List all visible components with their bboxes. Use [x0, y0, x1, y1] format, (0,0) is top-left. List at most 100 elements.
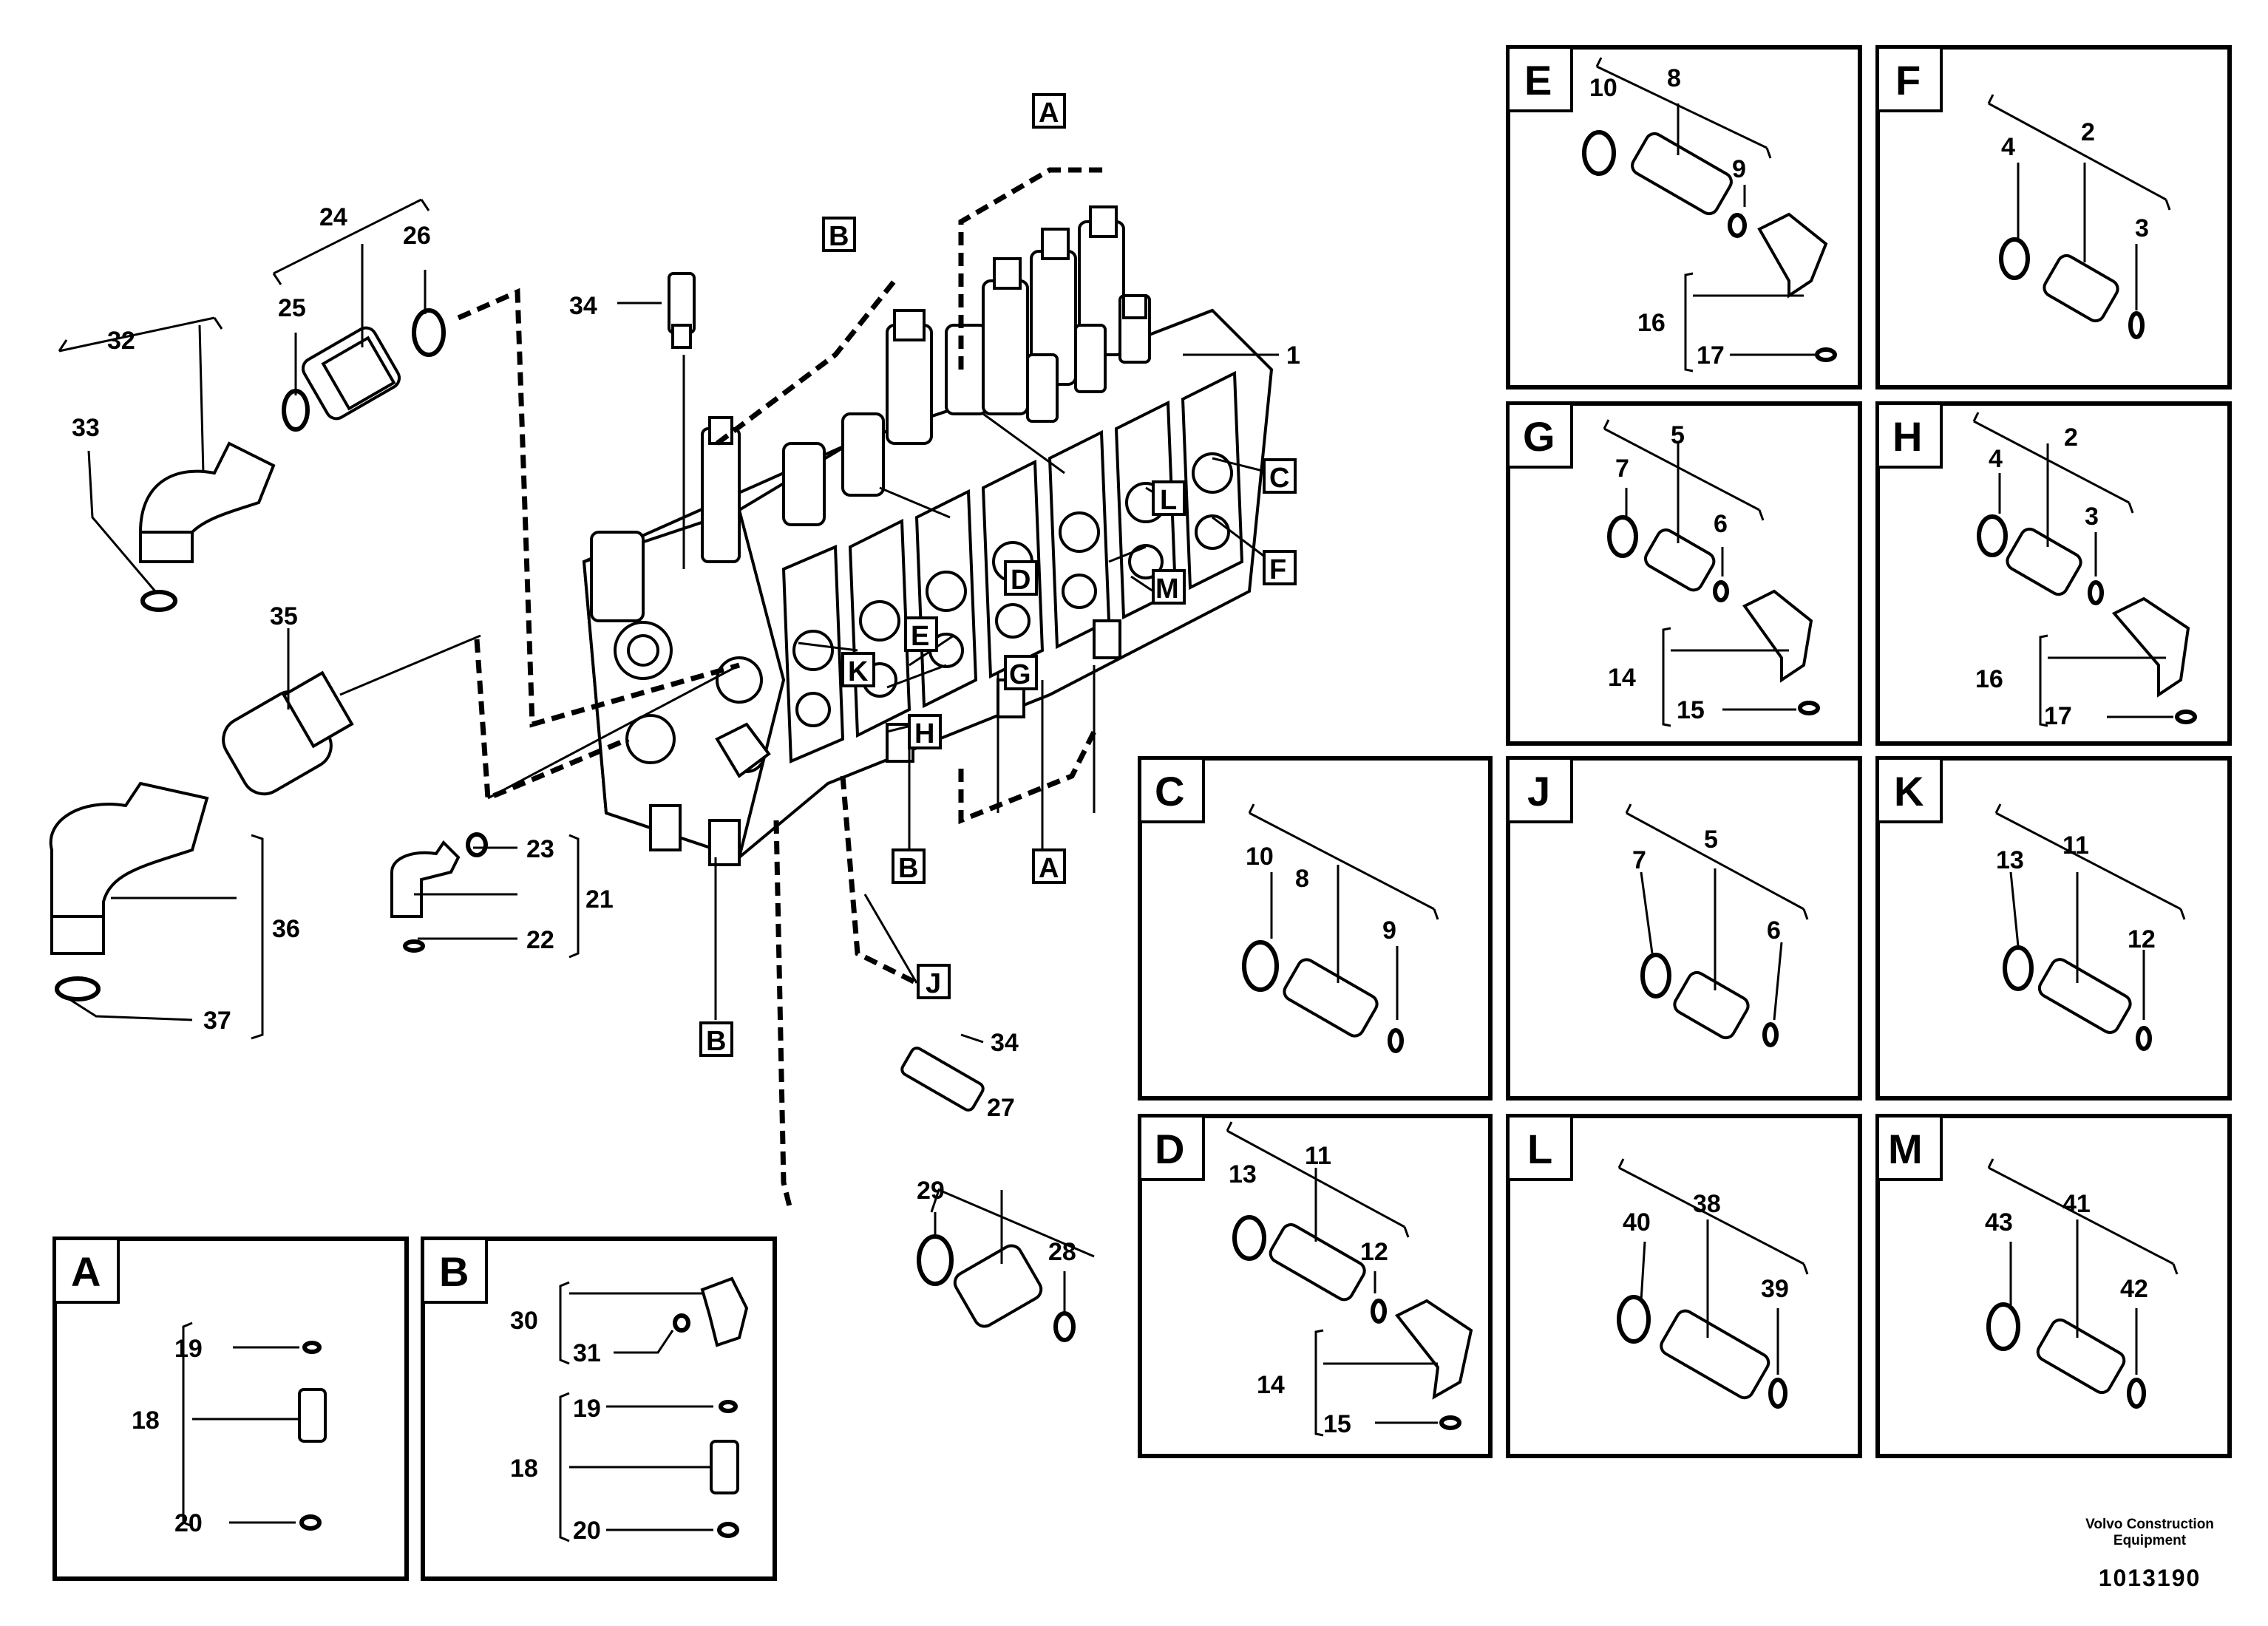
part-number-labels: 1 2 3 4 5 6 7 8 9 10 11 12 13 14 15 16 1… — [72, 64, 2156, 1545]
label-h-16: 16 — [1975, 665, 2003, 693]
label-1: 1 — [1286, 341, 1300, 370]
label-18: 18 — [132, 1406, 160, 1435]
label-13: 13 — [1996, 846, 2024, 874]
panel-e-parts — [1582, 57, 1837, 373]
label-j-7: 7 — [1632, 846, 1646, 874]
label-6: 6 — [1714, 510, 1728, 538]
panel-letter-k: K — [1894, 768, 1924, 814]
panel-letter-b: B — [439, 1248, 469, 1295]
label-37: 37 — [203, 1007, 231, 1035]
label-23: 23 — [526, 835, 554, 863]
label-28: 28 — [1048, 1238, 1076, 1266]
label-d-14: 14 — [1257, 1371, 1285, 1399]
label-15: 15 — [1677, 696, 1705, 724]
callout-b-top: B — [829, 221, 849, 252]
label-3: 3 — [2135, 214, 2149, 242]
brand-line-2: Equipment — [2113, 1533, 2187, 1548]
label-c-10: 10 — [1246, 843, 1274, 871]
label-19: 19 — [174, 1335, 203, 1363]
label-31: 31 — [573, 1339, 601, 1367]
label-12: 12 — [2128, 925, 2156, 953]
label-27: 27 — [987, 1094, 1015, 1122]
panel-letter-f: F — [1895, 57, 1921, 103]
panel-m-parts — [1986, 1158, 2179, 1409]
label-25: 25 — [278, 294, 306, 322]
callout-boxes-main — [699, 93, 1297, 1057]
label-9: 9 — [1732, 155, 1746, 183]
label-h-3: 3 — [2085, 503, 2099, 531]
callout-j: J — [926, 968, 941, 999]
panel-d-parts — [1226, 1121, 1473, 1437]
label-20: 20 — [174, 1509, 203, 1537]
callout-l: L — [1160, 485, 1177, 516]
label-24: 24 — [319, 203, 347, 231]
label-17: 17 — [1697, 341, 1725, 370]
panel-c-parts — [1242, 803, 1439, 1053]
elbow-fitting-32 — [139, 441, 276, 563]
panel-h-parts — [1972, 412, 2197, 727]
label-43: 43 — [1985, 1208, 2013, 1236]
label-d-11: 11 — [1305, 1142, 1331, 1170]
label-14: 14 — [1608, 664, 1636, 692]
panel-b-parts — [559, 1276, 749, 1542]
label-h-4: 4 — [1989, 445, 2003, 473]
label-32: 32 — [107, 327, 135, 355]
label-c-9: 9 — [1382, 916, 1396, 945]
label-34-top: 34 — [569, 292, 597, 320]
label-d-12: 12 — [1360, 1238, 1388, 1266]
panel-j-parts — [1625, 803, 1809, 1047]
label-d-15: 15 — [1323, 1410, 1351, 1438]
label-42: 42 — [2120, 1275, 2148, 1303]
elbow-fitting-36 — [49, 781, 209, 955]
footer: Volvo Construction Equipment 1013190 — [2085, 1517, 2214, 1591]
callout-k: K — [848, 656, 869, 687]
label-26: 26 — [403, 222, 431, 250]
label-16: 16 — [1637, 309, 1666, 337]
label-8: 8 — [1667, 64, 1681, 92]
label-h-17: 17 — [2044, 702, 2072, 730]
label-38: 38 — [1693, 1190, 1721, 1218]
label-c-8: 8 — [1295, 865, 1309, 893]
callout-b-bottom: B — [706, 1026, 726, 1057]
label-35: 35 — [270, 602, 298, 630]
panel-k-parts — [1994, 803, 2186, 1051]
panel-letter-e: E — [1524, 57, 1552, 103]
callout-h: H — [914, 718, 934, 749]
label-33: 33 — [72, 414, 100, 442]
panel-letter-boxes — [53, 46, 1943, 1304]
label-41: 41 — [2062, 1190, 2091, 1218]
panel-letter-h: H — [1892, 413, 1922, 460]
panel-letter-m: M — [1888, 1126, 1923, 1172]
label-4: 4 — [2001, 133, 2015, 161]
callout-letters-main: A B C F L M D E G K H B A J B — [706, 98, 1289, 1057]
callout-c: C — [1269, 463, 1289, 494]
panel-letter-l: L — [1527, 1126, 1552, 1172]
label-40: 40 — [1623, 1208, 1651, 1236]
panel-letter-d: D — [1155, 1126, 1184, 1172]
adapter-35 — [222, 670, 354, 796]
label-10: 10 — [1589, 74, 1617, 102]
callout-g: G — [1009, 659, 1031, 690]
label-30: 30 — [510, 1307, 538, 1335]
panel-a-parts — [182, 1321, 327, 1531]
brand-line-1: Volvo Construction — [2085, 1517, 2214, 1532]
callout-a-bottom: A — [1039, 853, 1059, 884]
callout-e: E — [911, 621, 929, 652]
label-h-2: 2 — [2064, 423, 2078, 452]
label-b-20: 20 — [573, 1517, 601, 1545]
label-39: 39 — [1761, 1275, 1789, 1303]
leader-lines — [55, 198, 1279, 1316]
label-21: 21 — [585, 885, 614, 914]
callout-a-top: A — [1039, 98, 1059, 129]
panel-letter-a: A — [71, 1248, 101, 1295]
panel-l-parts — [1617, 1158, 1809, 1409]
panel-letters: E F G H C J K D L M A B — [71, 57, 1924, 1295]
label-j-6: 6 — [1767, 916, 1781, 945]
label-2: 2 — [2081, 118, 2095, 146]
adapter-24 — [301, 326, 401, 421]
label-11: 11 — [2062, 831, 2089, 860]
label-b-19: 19 — [573, 1395, 601, 1423]
label-d-13: 13 — [1229, 1160, 1257, 1188]
